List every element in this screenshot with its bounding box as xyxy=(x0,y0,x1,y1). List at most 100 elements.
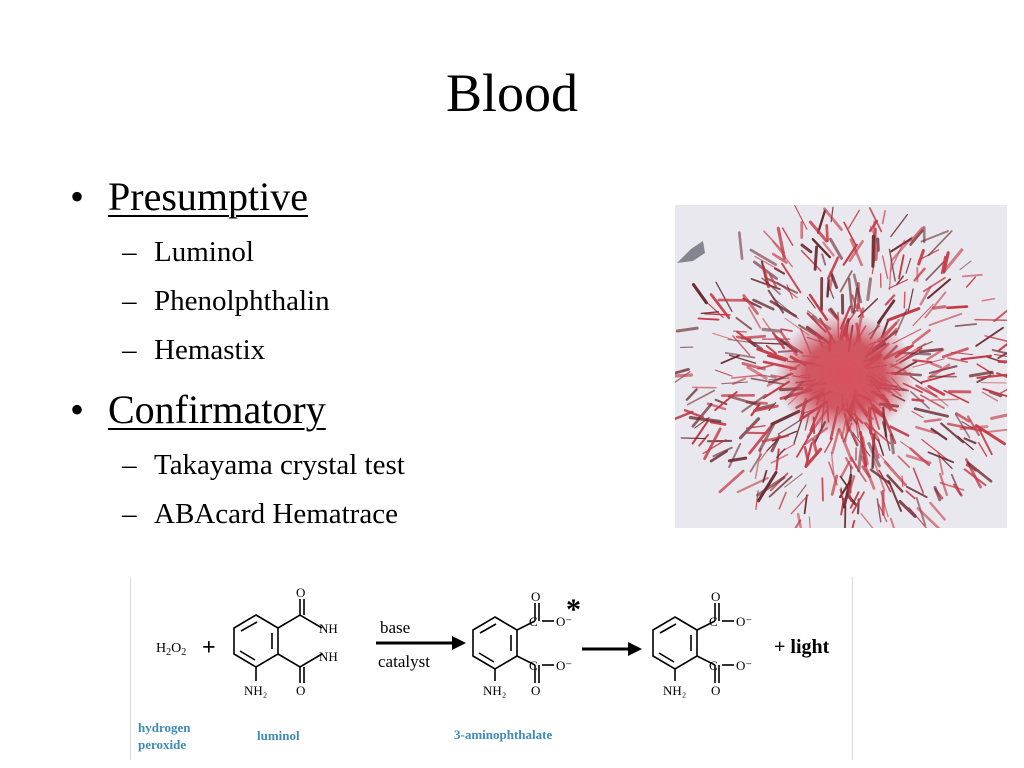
crystal-needle xyxy=(808,220,829,243)
aminophthalate-structure xyxy=(652,603,734,683)
crystal-needle xyxy=(741,362,766,371)
crystal-needle xyxy=(940,255,946,275)
svg-text:O⁻: O⁻ xyxy=(736,658,752,673)
crystal-needle xyxy=(675,373,693,378)
crystal-needle xyxy=(851,294,859,312)
crystal-needle xyxy=(680,437,706,440)
crystal-needle xyxy=(765,345,777,355)
crystal-needle xyxy=(950,351,974,356)
crystal-needle xyxy=(926,348,945,361)
crystal-needle xyxy=(843,221,858,247)
crystal-needle xyxy=(804,442,813,467)
crystal-needle xyxy=(758,423,775,452)
crystal-needle xyxy=(886,307,921,322)
crystal-needle xyxy=(943,389,970,404)
crystal-needle xyxy=(703,427,722,461)
crystal-needle xyxy=(821,253,827,266)
crystal-needle xyxy=(712,332,732,340)
crystal-needle xyxy=(940,422,965,444)
crystal-needle xyxy=(907,288,914,314)
crystal-needle xyxy=(960,354,992,361)
crystal-needle xyxy=(727,456,748,463)
caption-luminol: luminol xyxy=(257,728,300,743)
svg-text:C: C xyxy=(709,614,718,629)
svg-text:NH: NH xyxy=(319,649,338,664)
crystal-needle xyxy=(721,381,749,385)
crystal-needle xyxy=(848,209,860,229)
crystal-needle xyxy=(959,260,972,271)
crystal-needle xyxy=(724,351,756,359)
crystal-needle xyxy=(886,474,904,493)
crystal-needle xyxy=(748,339,764,351)
crystal-needle xyxy=(912,467,925,494)
crystal-needle xyxy=(851,519,856,528)
crystal-needle xyxy=(899,441,911,449)
crystal-needle xyxy=(754,447,762,480)
crystal-needle xyxy=(698,433,710,447)
crystal-needle xyxy=(707,303,724,319)
crystal-needle xyxy=(920,394,945,409)
crystal-needle xyxy=(961,273,983,278)
crystal-needle xyxy=(763,230,785,254)
crystal-needle xyxy=(709,420,727,426)
svg-text:O: O xyxy=(711,589,720,604)
svg-text:O: O xyxy=(296,585,305,600)
hydrogen-peroxide-formula: H2O2 xyxy=(156,641,186,658)
crystal-needle xyxy=(675,367,690,375)
crystal-needle xyxy=(773,267,786,275)
crystal-needle xyxy=(939,481,965,491)
caption-3-aminophthalate: 3-aminophthalate xyxy=(454,727,552,742)
takayama-crystal-photo xyxy=(675,205,1007,528)
crystal-needle xyxy=(753,404,779,413)
crystal-needle xyxy=(929,361,942,369)
crystal-needle xyxy=(714,369,733,377)
crystal-needle xyxy=(794,205,808,230)
crystal-needle xyxy=(916,507,941,528)
crystal-needle xyxy=(938,455,953,470)
crystal-needle xyxy=(847,484,852,503)
crystal-needle xyxy=(966,415,980,437)
svg-text:O⁻: O⁻ xyxy=(556,614,572,629)
crystal-needle xyxy=(686,389,716,406)
crystal-needle xyxy=(984,335,1007,342)
crystal-needle xyxy=(849,491,860,509)
crystal-needle xyxy=(913,267,926,282)
crystal-needle xyxy=(728,354,757,364)
crystal-needle xyxy=(876,498,882,523)
crystal-needle xyxy=(923,418,942,423)
bullet-dot-icon: • xyxy=(70,174,85,219)
crystal-needle xyxy=(806,296,816,309)
figure-border-right xyxy=(852,577,853,760)
crystal-needle xyxy=(897,455,911,469)
crystal-needle xyxy=(999,388,1007,394)
crystal-needle xyxy=(927,278,951,300)
crystal-needle xyxy=(974,424,1006,446)
crystal-needle xyxy=(770,453,789,464)
crystal-needle xyxy=(737,231,744,261)
crystal-needle xyxy=(946,305,969,310)
crystal-needle xyxy=(952,483,963,497)
crystal-needle xyxy=(781,227,794,246)
crystal-needle xyxy=(918,347,944,354)
crystal-needle xyxy=(772,296,799,320)
crystal-needle xyxy=(895,275,904,286)
crystal-needle xyxy=(866,277,873,302)
luminol-reaction-diagram: H2O2 + O O NH NH NH₂ base c xyxy=(130,577,853,760)
crystal-needle xyxy=(822,241,835,257)
aminophthalate-excited-structure xyxy=(472,603,554,683)
bullet-presumptive: •Presumptive xyxy=(70,174,308,220)
crystal-needle xyxy=(931,398,959,401)
excited-state-star: * xyxy=(566,593,581,626)
crystal-needle xyxy=(784,473,803,488)
crystal-needle xyxy=(888,279,909,289)
crystal-needle xyxy=(780,328,793,332)
sub-item-luminol: –Luminol xyxy=(122,236,254,268)
crystal-needle xyxy=(812,438,818,454)
crystal-needle xyxy=(931,305,947,310)
crystal-needle xyxy=(919,285,932,306)
crystal-needle xyxy=(709,293,731,320)
crystal-needle xyxy=(829,271,839,289)
crystal-needle xyxy=(890,213,909,238)
crystal-needle xyxy=(748,425,773,455)
crystal-needle xyxy=(961,421,974,429)
